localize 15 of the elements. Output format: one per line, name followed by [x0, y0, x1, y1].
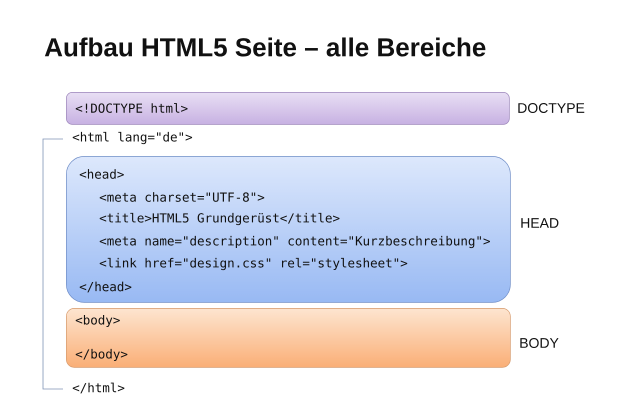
- section-label: HEAD: [521, 218, 558, 228]
- code-line: <meta name="description" content="Kurzbeschreibung">: [100, 236, 490, 248]
- code-line: <link href="design.css" rel="stylesheet">: [100, 258, 408, 270]
- code-line: <!DOCTYPE html>: [76, 103, 188, 113]
- code-line: <head>: [80, 169, 124, 179]
- code-line: <html lang="de">: [72, 132, 192, 144]
- code-line: <title>HTML5 Grundgerüst</title>: [100, 212, 340, 226]
- code-line: <body>: [76, 314, 120, 328]
- code-line: </body>: [76, 348, 128, 362]
- code-line: </head>: [80, 282, 132, 292]
- section-label: DOCTYPE: [518, 103, 584, 113]
- code-line: </html>: [72, 382, 124, 394]
- title: Aufbau HTML5 Seite – alle Bereiche: [44, 37, 486, 57]
- section-label: BODY: [520, 338, 559, 348]
- code-line: <meta charset="UTF-8">: [100, 192, 264, 202]
